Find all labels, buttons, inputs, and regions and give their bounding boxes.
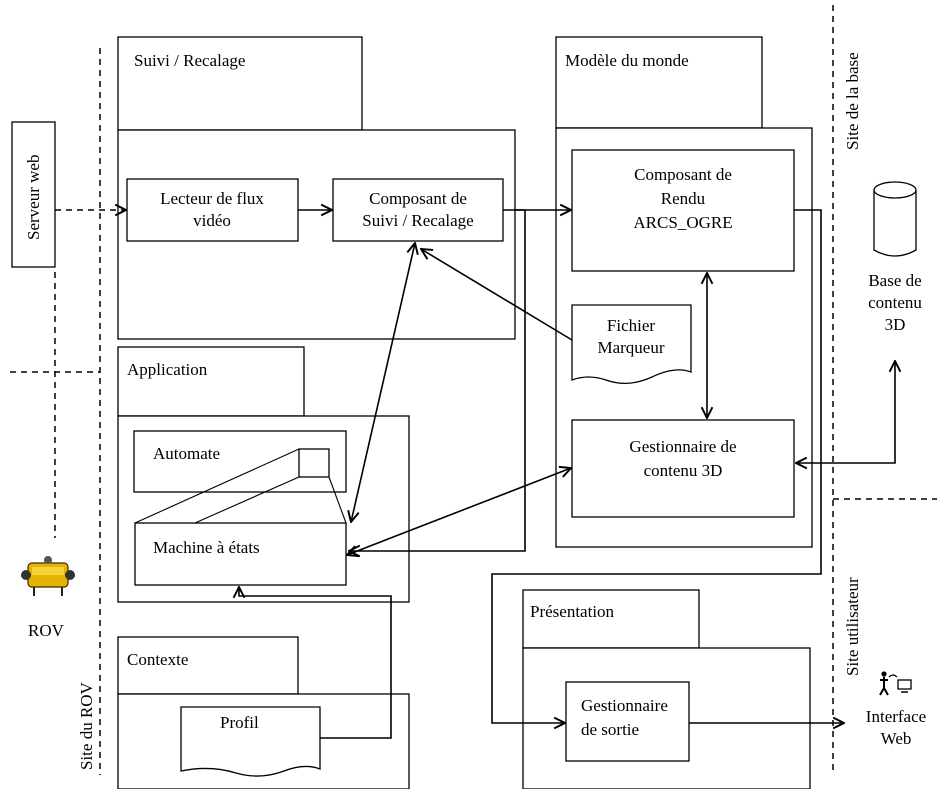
application-package-title: Application [127, 360, 208, 379]
composant-rendu-box [571, 149, 795, 272]
suivi-package-title: Suivi / Recalage [134, 51, 246, 70]
site-utilisateur-label: Site utilisateur [843, 577, 862, 676]
site-rov-label: Site du ROV [77, 682, 96, 770]
automate-state-icon [298, 448, 330, 478]
rov-icon [21, 556, 75, 596]
fichier-marqueur-doc [571, 304, 692, 384]
lecteur-flux-label: Lecteur de flux vidéo [160, 189, 264, 230]
gestionnaire-sortie-box [565, 681, 690, 762]
composant-suivi-box [332, 178, 504, 242]
database-cylinder-icon [873, 181, 917, 257]
interface-web-label: Interface Web [865, 707, 927, 748]
serveur-web-label: Serveur web [24, 154, 43, 240]
base-contenu-label: Base de contenu 3D [868, 271, 922, 334]
automate-machine-projection [134, 448, 347, 524]
user-computer-icon [879, 671, 912, 696]
serveur-web-box [11, 121, 56, 268]
profil-doc [180, 706, 321, 777]
rov-label: ROV [28, 621, 64, 640]
gestionnaire-contenu-label: Gestionnaire de contenu 3D [629, 437, 737, 480]
machine-etats-box [134, 522, 347, 586]
lecteur-flux-box [126, 178, 299, 242]
automate-label: Automate [153, 444, 221, 463]
modele-package-title: Modèle du monde [565, 51, 689, 70]
gestionnaire-contenu-box [571, 419, 795, 518]
machine-etats-label: Machine à états [153, 538, 260, 557]
profil-label: Profil [220, 713, 259, 732]
composant-rendu-label: Composant de Rendu ARCS_OGRE [633, 165, 733, 232]
fichier-marqueur-label: Fichier Marqueur [597, 316, 665, 357]
presentation-package-title: Présentation [530, 602, 615, 621]
site-base-label: Site de la base [843, 52, 862, 150]
contexte-package-title: Contexte [127, 650, 189, 669]
gestionnaire-sortie-label: Gestionnaire de sortie [581, 696, 668, 739]
composant-suivi-label: Composant de Suivi / Recalage [362, 189, 474, 230]
connectors [55, 210, 895, 739]
